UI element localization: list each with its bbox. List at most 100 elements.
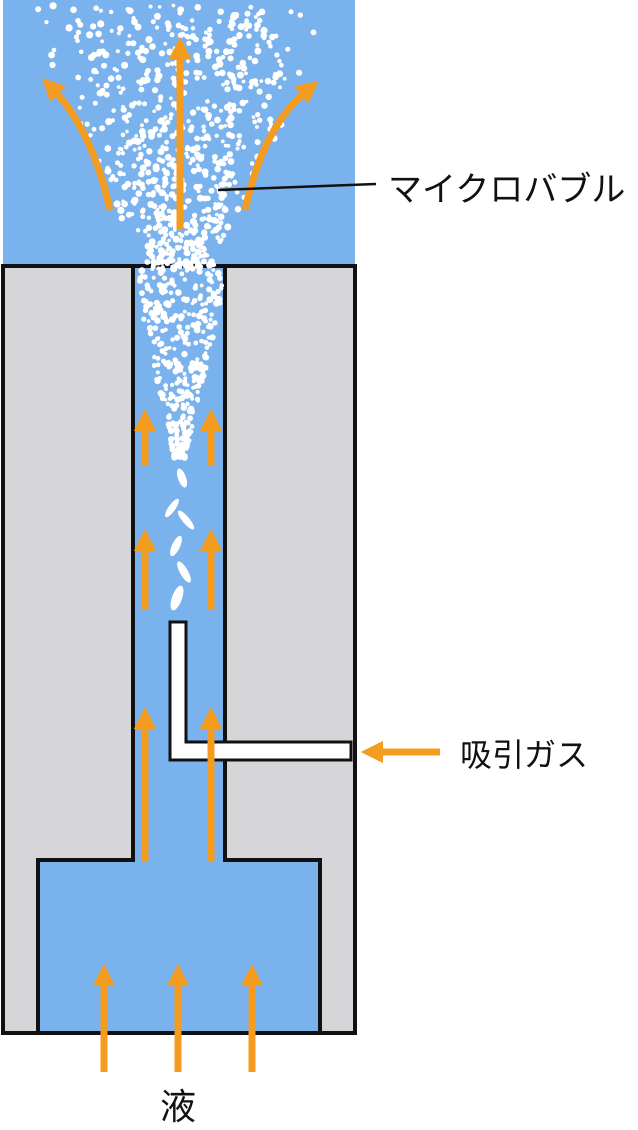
microbubble xyxy=(165,421,172,428)
microbubble xyxy=(170,298,176,304)
microbubble xyxy=(79,94,85,100)
microbubble xyxy=(143,228,148,234)
microbubble xyxy=(101,62,107,69)
microbubble xyxy=(191,230,197,236)
microbubble xyxy=(145,169,152,176)
microbubble xyxy=(155,362,161,368)
microbubble xyxy=(195,382,202,389)
microbubble xyxy=(174,262,179,266)
microbubble xyxy=(232,84,240,91)
microbubble xyxy=(237,139,242,144)
microbubble xyxy=(108,9,114,15)
microbubble xyxy=(184,230,190,236)
microbubble xyxy=(212,320,218,326)
microbubble xyxy=(227,55,234,62)
microbubble xyxy=(223,143,228,148)
microbubble xyxy=(215,235,220,240)
microbubble xyxy=(219,238,224,242)
microbubble xyxy=(154,326,159,330)
microbubble xyxy=(137,146,142,151)
microbubble xyxy=(168,290,174,296)
microbubble xyxy=(197,183,203,189)
microbubble xyxy=(92,100,98,106)
microbubble xyxy=(174,367,179,372)
microbubble xyxy=(175,289,182,296)
microbubble xyxy=(194,4,202,11)
microbubble xyxy=(239,59,247,67)
microbubble xyxy=(115,49,120,54)
microbubble xyxy=(148,4,153,9)
gas-suction-tube xyxy=(168,620,353,762)
microbubble xyxy=(141,316,147,322)
microbubble xyxy=(139,56,147,64)
microbubble xyxy=(103,91,110,98)
microbubble xyxy=(219,283,224,288)
microbubble xyxy=(171,3,176,8)
microbubble xyxy=(142,101,148,107)
microbubble xyxy=(203,30,208,35)
microbubble xyxy=(193,36,199,43)
microbubble xyxy=(222,155,229,162)
microbubble xyxy=(179,233,185,238)
microbubble xyxy=(155,72,163,80)
microbubble xyxy=(193,239,200,246)
microbubble xyxy=(204,345,210,350)
microbubble xyxy=(193,69,199,76)
microbubble xyxy=(153,299,160,306)
microbubble xyxy=(222,205,227,209)
microbubble xyxy=(224,86,231,93)
microbubble xyxy=(155,218,161,223)
microbubble xyxy=(179,368,184,373)
microbubble xyxy=(161,226,169,234)
microbubble xyxy=(135,156,141,162)
microbubble xyxy=(206,286,213,293)
microbubble xyxy=(185,383,190,387)
microbubble xyxy=(127,33,132,38)
microbubble xyxy=(269,33,276,41)
microbubble xyxy=(89,23,97,30)
microbubble xyxy=(167,238,171,243)
microbubble xyxy=(231,78,237,85)
microbubble xyxy=(265,93,272,101)
microbubble xyxy=(152,165,160,173)
microbubble xyxy=(218,181,225,188)
microbubble xyxy=(165,171,170,177)
microbubble xyxy=(203,247,207,252)
microbubble xyxy=(184,246,189,251)
microbubble xyxy=(129,102,136,109)
microbubble xyxy=(35,6,42,13)
microbubble xyxy=(199,309,204,315)
microbubble xyxy=(168,391,174,397)
microbubble xyxy=(177,32,184,39)
microbubble xyxy=(180,333,187,340)
microbubble xyxy=(175,22,182,29)
microbubble xyxy=(99,125,106,132)
microbubble xyxy=(185,34,191,40)
microbubble xyxy=(172,283,177,288)
microbubble xyxy=(195,163,200,168)
microbubble xyxy=(279,62,284,68)
microbubble xyxy=(84,121,90,127)
microbubble xyxy=(209,334,216,341)
microbubble xyxy=(219,69,226,77)
microbubble xyxy=(217,158,225,166)
microbubble xyxy=(187,415,194,422)
microbubble xyxy=(160,144,165,149)
microbubble xyxy=(185,296,190,302)
microbubble xyxy=(169,248,176,255)
microbubble xyxy=(135,228,141,233)
microbubble xyxy=(256,88,263,95)
microbubble xyxy=(118,90,123,95)
gas-fragment xyxy=(177,510,195,530)
microbubble xyxy=(125,119,130,124)
microbubble xyxy=(223,124,227,128)
microbubble xyxy=(189,424,195,429)
microbubble xyxy=(191,379,196,384)
microbubble xyxy=(214,133,219,138)
gas-fragment xyxy=(176,468,188,488)
microbubble xyxy=(203,133,211,141)
microbubble xyxy=(139,123,144,128)
microbubble xyxy=(159,348,166,354)
microbubble xyxy=(148,288,154,294)
microbubble xyxy=(160,328,166,334)
